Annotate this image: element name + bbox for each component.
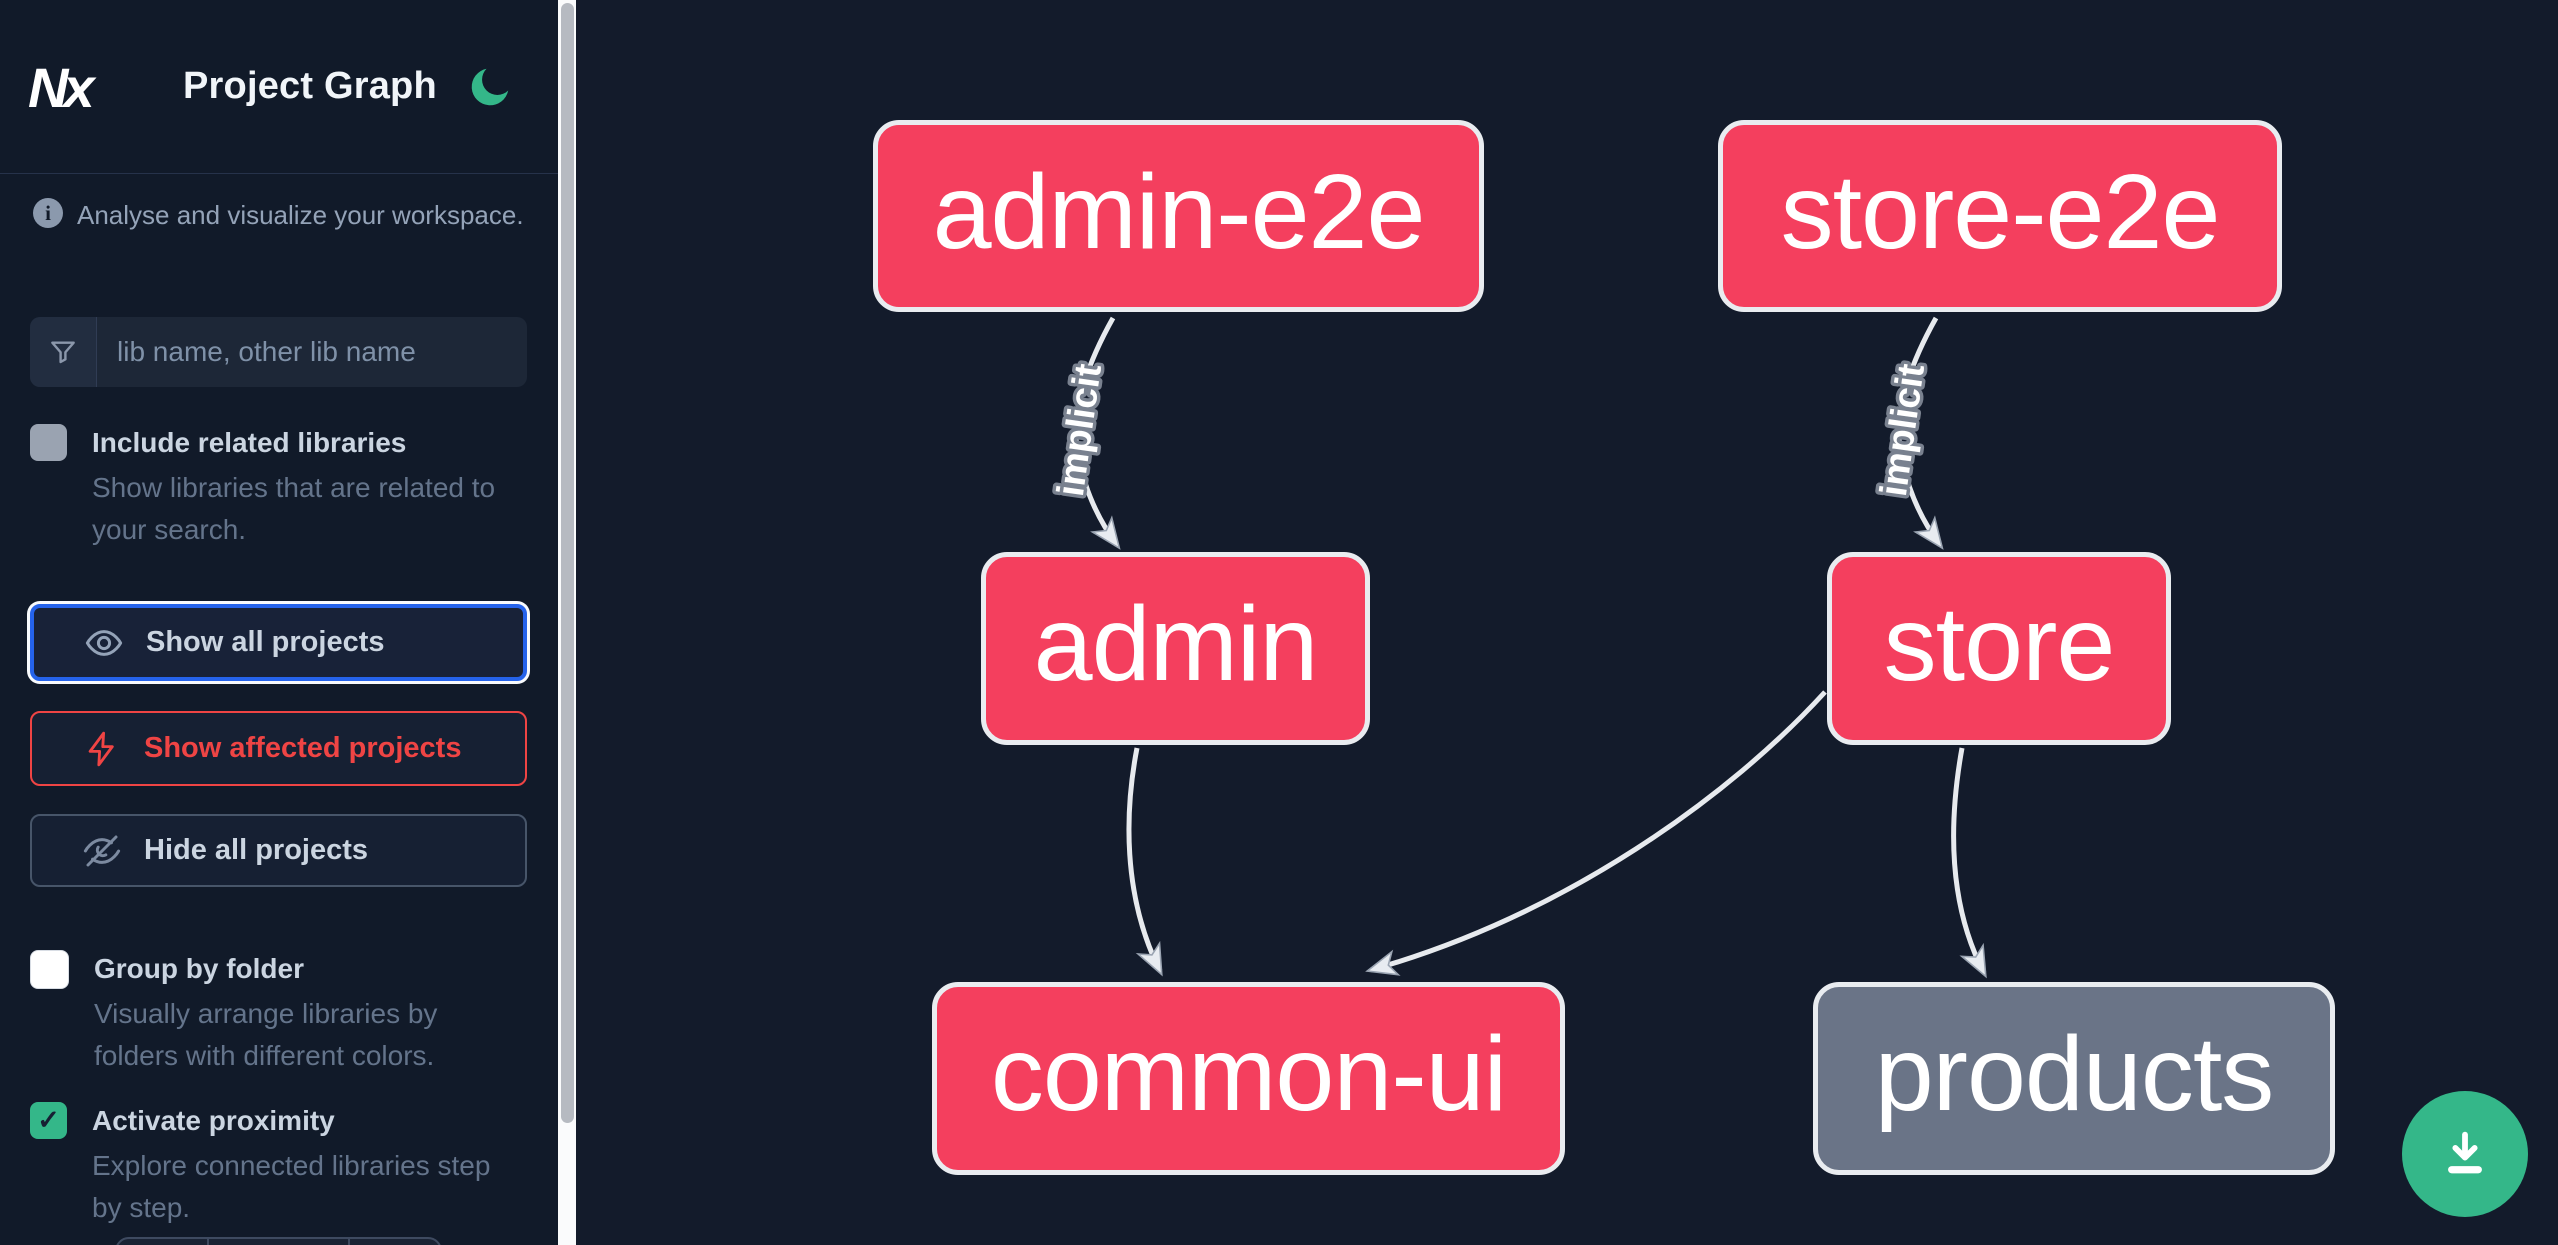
search-input[interactable]: [97, 317, 527, 387]
include-related-description: Show libraries that are related to your …: [92, 472, 496, 545]
lightning-bolt-icon: [72, 730, 132, 768]
stepper-decrement[interactable]: [117, 1239, 209, 1245]
download-icon: [2436, 1125, 2494, 1183]
include-related-row: Include related libraries Show libraries…: [30, 424, 495, 551]
activate-proximity-row: ✓ Activate proximity Explore connected l…: [30, 1102, 490, 1229]
search-box: [30, 317, 527, 387]
download-image-button[interactable]: [2402, 1091, 2528, 1217]
stepper-value: [209, 1239, 351, 1245]
graph-edges: implicit implicit: [1046, 316, 1987, 979]
sidebar: Nx Project Graph i Analyse and visualize…: [0, 0, 558, 1245]
edge-admin-e2e-to-admin[interactable]: [1073, 316, 1121, 550]
eye-icon: [74, 622, 134, 664]
workspace-tagline: i Analyse and visualize your workspace.: [33, 198, 524, 231]
activate-proximity-label: Activate proximity: [92, 1105, 335, 1136]
theme-toggle-button[interactable]: [452, 52, 528, 122]
hide-all-projects-label: Hide all projects: [144, 834, 369, 866]
group-by-folder-label: Group by folder: [94, 953, 304, 984]
sidebar-scrollbar[interactable]: [558, 0, 576, 1245]
proximity-depth-stepper[interactable]: [115, 1237, 442, 1245]
node-store[interactable]: store: [1827, 552, 2171, 745]
tagline-text: Analyse and visualize your workspace.: [77, 200, 524, 230]
show-all-projects-label: Show all projects: [146, 626, 385, 658]
page-title: Project Graph: [183, 65, 437, 107]
eye-off-icon: [72, 830, 132, 872]
project-graph-canvas[interactable]: implicit implicit admin-e2e store-e2e ad…: [576, 0, 2558, 1245]
sidebar-header: Nx Project Graph: [0, 0, 558, 174]
node-admin[interactable]: admin: [981, 552, 1370, 745]
edge-store-to-common-ui[interactable]: [1365, 690, 1827, 976]
show-affected-projects-label: Show affected projects: [144, 732, 462, 764]
sidebar-scrollbar-thumb[interactable]: [560, 3, 574, 1123]
node-products[interactable]: products: [1813, 982, 2335, 1175]
edge-store-e2e-to-store[interactable]: [1896, 316, 1944, 550]
group-by-folder-description: Visually arrange libraries by folders wi…: [94, 998, 438, 1071]
group-by-folder-checkbox[interactable]: [30, 950, 69, 989]
include-related-label: Include related libraries: [92, 427, 407, 458]
edge-label-implicit: implicit: [1050, 361, 1110, 499]
group-by-folder-row: Group by folder Visually arrange librari…: [30, 950, 437, 1077]
nx-logo: Nx: [28, 55, 95, 119]
filter-funnel-icon: [30, 317, 97, 387]
node-admin-e2e[interactable]: admin-e2e: [873, 120, 1484, 312]
edge-label-implicit: implicit: [1873, 361, 1933, 499]
info-icon: i: [33, 198, 63, 228]
activate-proximity-checkbox[interactable]: ✓: [30, 1102, 67, 1139]
include-related-checkbox[interactable]: [30, 424, 67, 461]
stepper-increment[interactable]: [350, 1239, 440, 1245]
node-common-ui[interactable]: common-ui: [932, 982, 1565, 1175]
node-store-e2e[interactable]: store-e2e: [1718, 120, 2282, 312]
show-all-projects-button[interactable]: Show all projects: [30, 604, 527, 681]
edge-admin-to-common-ui[interactable]: [1126, 747, 1163, 977]
moon-icon: [464, 61, 516, 113]
edge-store-to-products[interactable]: [1951, 747, 1987, 979]
hide-all-projects-button[interactable]: Hide all projects: [30, 814, 527, 887]
activate-proximity-description: Explore connected libraries step by step…: [92, 1150, 491, 1223]
show-affected-projects-button[interactable]: Show affected projects: [30, 711, 527, 786]
